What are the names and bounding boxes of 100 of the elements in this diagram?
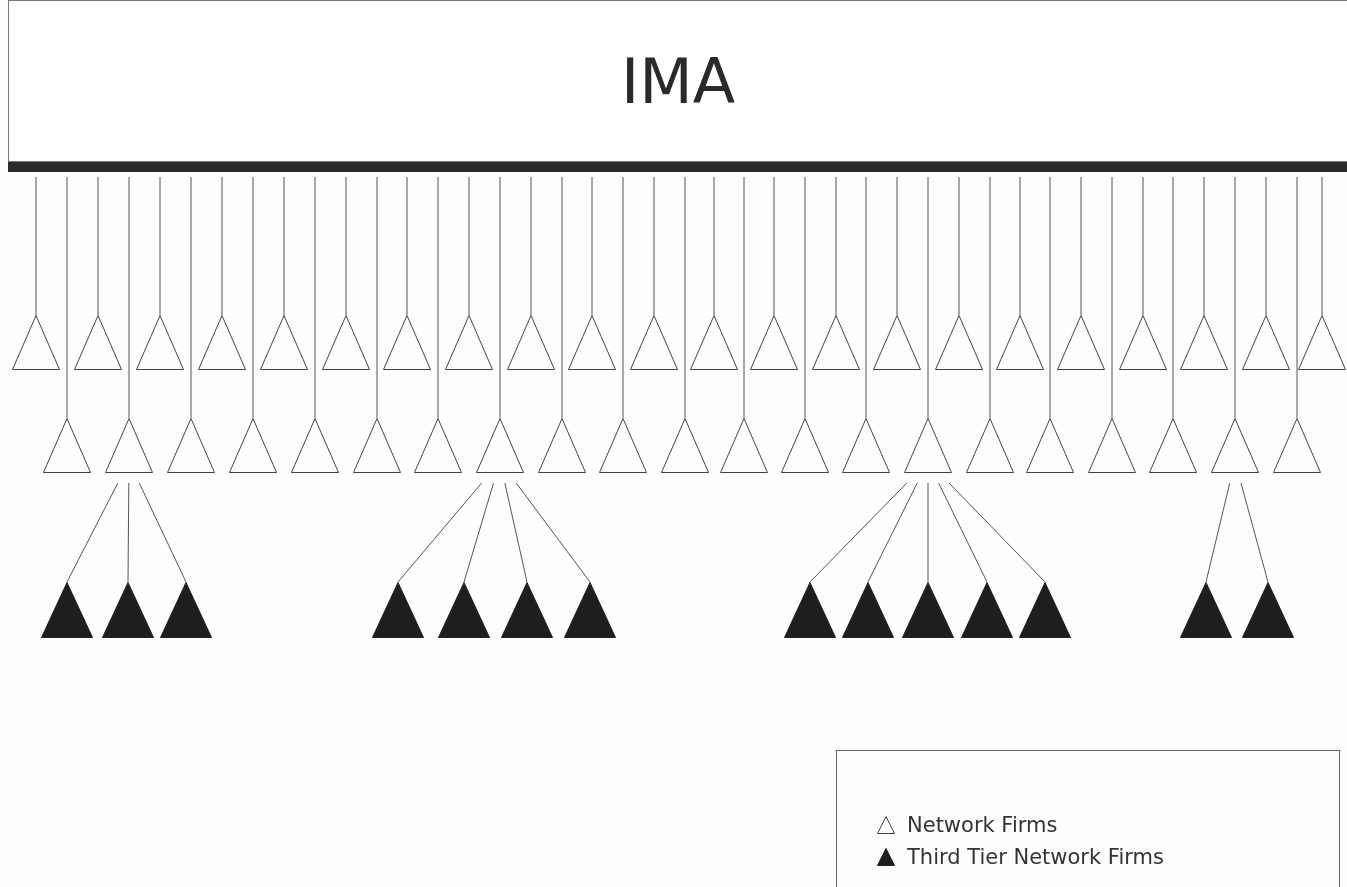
outline-triangle [690, 315, 738, 370]
filled-triangle [438, 582, 490, 638]
connector-line [504, 482, 528, 583]
connector-line [97, 176, 99, 316]
connector-line [927, 176, 929, 419]
connector-line [927, 482, 929, 583]
box-title: IMA [620, 44, 736, 118]
connector-line [406, 176, 408, 316]
connector-line [463, 482, 494, 583]
filled-triangle [1019, 582, 1071, 638]
connector-line [1142, 176, 1144, 316]
legend-label: Network Firms [907, 813, 1058, 837]
connector-line [1265, 176, 1267, 316]
outline-triangle [353, 418, 401, 473]
outline-triangle [507, 315, 555, 370]
connector-line [138, 482, 187, 583]
outline-triangle [1026, 418, 1074, 473]
filled-triangle [784, 582, 836, 638]
outline-triangle [198, 315, 246, 370]
outline-triangle [1273, 418, 1321, 473]
filled-triangle [961, 582, 1013, 638]
outline-triangle [12, 315, 60, 370]
outline-triangle [599, 418, 647, 473]
outline-triangle [383, 315, 431, 370]
connector-line [376, 176, 378, 419]
outline-triangle [1088, 418, 1136, 473]
filled-triangle [372, 582, 424, 638]
outline-triangle [812, 315, 860, 370]
outline-triangle [538, 418, 586, 473]
connector-line [713, 176, 715, 316]
connector-line [1296, 176, 1298, 419]
outline-triangle [873, 315, 921, 370]
outline-triangle [750, 315, 798, 370]
outline-triangle [568, 315, 616, 370]
connector-line [35, 176, 37, 316]
connector-line [561, 176, 563, 419]
connector-line [591, 176, 593, 316]
outline-triangle [1211, 418, 1259, 473]
connector-line [159, 176, 161, 316]
legend-label: Third Tier Network Firms [907, 845, 1164, 869]
filled-triangle [102, 582, 154, 638]
connector-line [515, 482, 591, 583]
connector-line [1321, 176, 1323, 316]
connector-line [66, 482, 119, 583]
connector-line [530, 176, 532, 316]
outline-triangle [291, 418, 339, 473]
connector-line [437, 176, 439, 419]
connector-line [958, 176, 960, 316]
outline-triangle [996, 315, 1044, 370]
outline-triangle [1149, 418, 1197, 473]
connector-line [865, 176, 867, 419]
connector-line [622, 176, 624, 419]
outline-triangle [260, 315, 308, 370]
connector-line [867, 482, 918, 583]
connector-line [345, 176, 347, 316]
connector-line [1240, 482, 1269, 583]
outline-triangle [105, 418, 153, 473]
outline-triangle [1242, 315, 1290, 370]
connector-line [221, 176, 223, 316]
connector-line [1234, 176, 1236, 419]
outline-triangle [720, 418, 768, 473]
outline-triangle [167, 418, 215, 473]
outline-triangle [445, 315, 493, 370]
outline-triangle [322, 315, 370, 370]
filled-triangle [160, 582, 212, 638]
connector-line [1111, 176, 1113, 419]
outline-triangle [476, 418, 524, 473]
filled-triangle [1180, 582, 1232, 638]
outline-triangle [1298, 315, 1346, 370]
connector-line [66, 176, 68, 419]
connector-line [252, 176, 254, 419]
connector-line [938, 482, 988, 583]
filled-triangle [902, 582, 954, 638]
connector-line [684, 176, 686, 419]
filled-triangle [41, 582, 93, 638]
connector-line [989, 176, 991, 419]
connector-line [835, 176, 837, 316]
outline-triangle [136, 315, 184, 370]
connector-line [1203, 176, 1205, 316]
outline-triangle [661, 418, 709, 473]
connector-line [1049, 176, 1051, 419]
connector-line [896, 176, 898, 316]
outline-triangle [1057, 315, 1105, 370]
connector-line [804, 176, 806, 419]
connector-line [314, 176, 316, 419]
outline-triangle [781, 418, 829, 473]
outline-triangle [842, 418, 890, 473]
connector-line [128, 176, 130, 419]
outline-triangle [74, 315, 122, 370]
filled-triangle [501, 582, 553, 638]
connector-line [653, 176, 655, 316]
connector-line [948, 482, 1046, 583]
connector-line [1080, 176, 1082, 316]
outline-triangle [1180, 315, 1228, 370]
connector-line [397, 482, 483, 583]
connector-line [190, 176, 192, 419]
connector-line [127, 482, 130, 583]
connector-line [1172, 176, 1174, 419]
outline-triangle [414, 418, 462, 473]
outline-triangle [1119, 315, 1167, 370]
